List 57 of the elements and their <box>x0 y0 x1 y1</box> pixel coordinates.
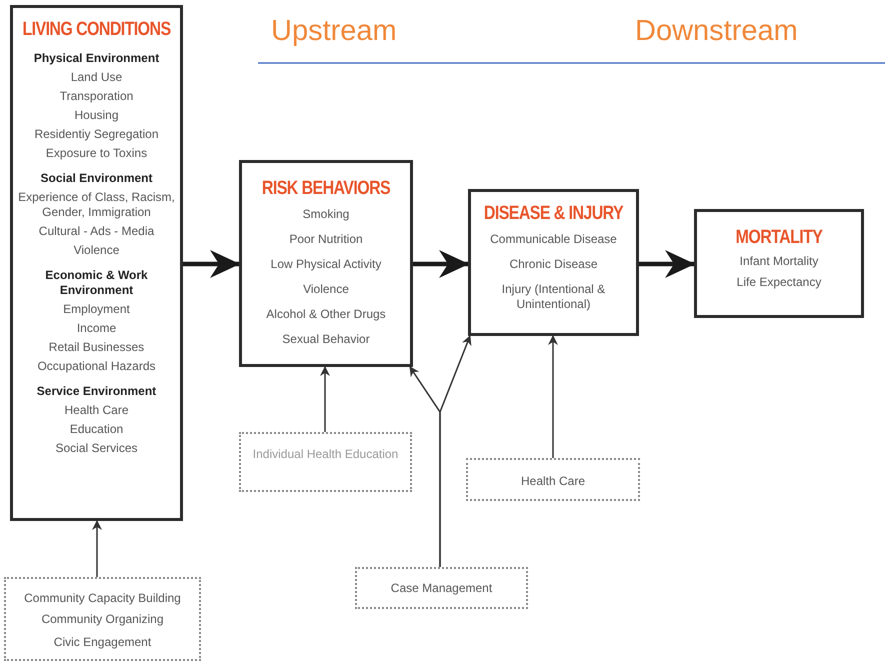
item-text: Individual Health Education <box>252 447 398 462</box>
item-text: Alcohol & Other Drugs <box>266 307 386 322</box>
stage-title: MORTALITY <box>736 228 822 246</box>
item-text: Smoking <box>302 207 350 222</box>
category-heading: Economic & Work Environment <box>44 268 149 298</box>
stage-title: LIVING CONDITIONS <box>22 20 171 38</box>
category-heading: Service Environment <box>36 384 156 399</box>
stage-box <box>239 160 413 367</box>
item-text: Residentiy Segregation <box>34 127 159 142</box>
stream-label: Downstream <box>635 15 798 48</box>
item-text: Life Expectancy <box>736 275 822 290</box>
arrow <box>413 250 469 278</box>
intervention-box <box>4 577 201 661</box>
item-text: Transporation <box>60 89 134 104</box>
item-text: Education <box>70 422 124 437</box>
item-text: Experience of Class, Racism, Gender, Immigration <box>17 190 176 220</box>
arrow <box>439 335 472 567</box>
item-text: Violence <box>74 243 120 258</box>
item-text: Housing <box>74 108 119 123</box>
item-text: Retail Businesses <box>48 340 144 355</box>
stage-title: RISK BEHAVIORS <box>262 180 390 198</box>
item-text: Occupational Hazards <box>37 359 156 374</box>
intervention-box <box>239 432 412 492</box>
stage-box <box>10 5 183 521</box>
item-text: Land Use <box>70 70 122 85</box>
stage-box <box>694 209 864 318</box>
item-text: Civic Engagement <box>54 635 152 650</box>
category-heading: Social Environment <box>40 171 153 186</box>
item-text: Exposure to Toxins <box>46 146 148 161</box>
arrow <box>548 335 558 458</box>
item-text: Injury (Intentional & Unintentional) <box>500 282 606 312</box>
arrow <box>639 250 695 278</box>
item-text: Case Management <box>390 581 492 596</box>
item-text: Health Care <box>520 474 586 489</box>
item-text: Sexual Behavior <box>282 332 370 347</box>
arrow <box>183 250 240 278</box>
arrow <box>320 366 330 432</box>
item-text: Employment <box>63 302 130 317</box>
stage-title: DISEASE & INJURY <box>484 204 624 222</box>
item-text: Cultural - Ads - Media <box>38 224 154 239</box>
item-text: Poor Nutrition <box>289 232 363 247</box>
item-text: Social Services <box>55 441 138 456</box>
item-text: Health Care <box>64 403 129 418</box>
item-text: Communicable Disease <box>490 232 617 247</box>
item-text: Infant Mortality <box>740 254 818 269</box>
arrow <box>92 520 102 577</box>
stream-label: Upstream <box>271 15 397 48</box>
intervention-box <box>355 567 528 609</box>
intervention-box <box>466 458 640 501</box>
category-heading: Physical Environment <box>34 51 160 66</box>
stage-box <box>468 189 639 336</box>
item-text: Violence <box>303 282 349 297</box>
item-text: Chronic Disease <box>509 257 598 272</box>
item-text: Income <box>76 321 116 336</box>
item-text: Community Capacity Building <box>24 591 181 606</box>
item-text: Low Physical Activity <box>270 257 382 272</box>
item-text: Community Organizing <box>41 612 164 627</box>
